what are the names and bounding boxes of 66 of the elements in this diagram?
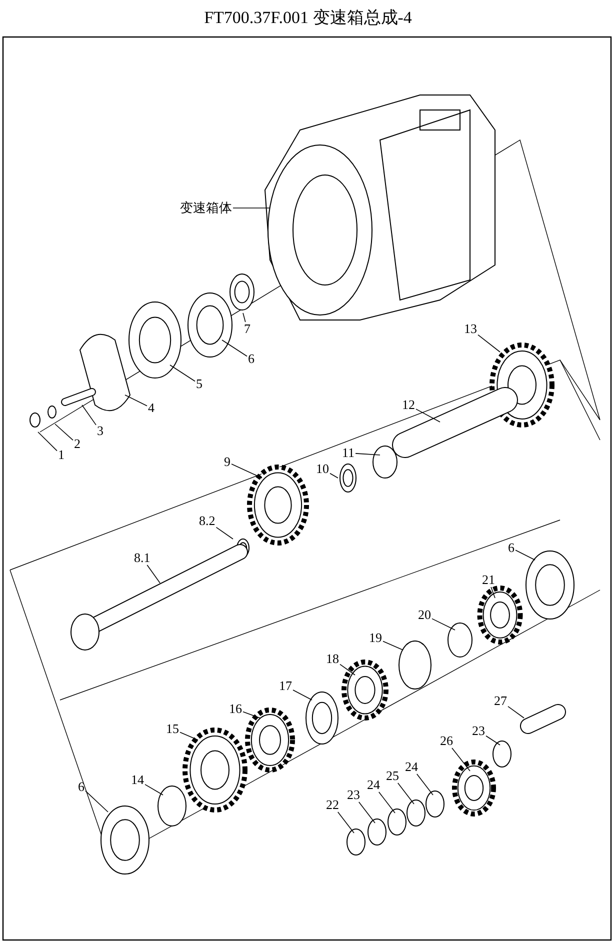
leader-line	[355, 453, 380, 456]
callout-number: 25	[386, 769, 399, 783]
leader-line	[222, 340, 248, 357]
callout-number: 7	[244, 322, 250, 336]
callout-number: 6	[248, 352, 254, 366]
leader-line	[54, 424, 74, 441]
leader-line	[490, 586, 496, 598]
callout-number: 27	[494, 694, 507, 708]
leader-line	[330, 472, 338, 478]
callout-number: 8.1	[134, 551, 150, 565]
leader-line	[358, 802, 376, 824]
callout-number: 26	[440, 734, 453, 748]
leader-line	[38, 432, 58, 452]
callout-number: 23	[472, 724, 485, 738]
callout-number: 10	[316, 462, 329, 476]
leader-line	[242, 711, 260, 718]
callout-number: 3	[97, 424, 104, 438]
leader-line	[337, 812, 354, 834]
callout-number: 21	[482, 573, 495, 587]
leader-line	[378, 792, 396, 814]
callout-number: 16	[229, 702, 242, 716]
callout-number: 8.2	[199, 514, 216, 528]
callout-number: 13	[464, 322, 477, 336]
callout-number: 24	[367, 778, 380, 792]
leader-line	[292, 690, 312, 700]
leader-line	[340, 664, 356, 676]
callout-number: 2	[74, 437, 80, 451]
leader-line	[416, 774, 434, 796]
callout-number: 20	[418, 608, 431, 622]
leader-line	[397, 782, 414, 804]
leader-line	[432, 618, 456, 630]
callout-number: 24	[405, 760, 418, 774]
leader-line	[216, 526, 234, 540]
leader-line	[242, 312, 246, 322]
leader-line	[508, 706, 524, 718]
callout-number: 4	[148, 401, 154, 415]
leader-line	[452, 748, 470, 772]
leader-line	[124, 394, 148, 406]
callout-number: 22	[326, 798, 339, 812]
callout-number: 1	[58, 448, 64, 462]
callout-number: 变速箱体	[180, 201, 232, 215]
callout-number: 18	[326, 652, 339, 666]
leader-line	[478, 334, 500, 352]
diagram-title: FT700.37F.001 变速箱总成-4	[203, 7, 413, 29]
callout-number: 23	[347, 788, 360, 802]
leader-line	[170, 364, 196, 382]
leader-line	[515, 550, 536, 560]
leader-line	[82, 404, 96, 426]
callout-number: 17	[279, 679, 292, 693]
callout-number: 19	[369, 631, 382, 645]
callout-number: 9	[224, 455, 230, 469]
leader-line	[382, 640, 404, 650]
leader-line	[231, 464, 262, 478]
leader-line	[146, 564, 160, 584]
callout-number: 6	[78, 780, 84, 794]
callout-number: 5	[196, 377, 202, 391]
leader-line	[180, 732, 198, 740]
callout-number: 14	[131, 773, 144, 787]
leader-line	[416, 408, 440, 422]
leader-line	[85, 790, 108, 812]
leader-line	[486, 735, 500, 746]
leader-line	[144, 784, 164, 796]
callout-number: 6	[508, 541, 514, 555]
callout-number: 15	[166, 722, 179, 736]
callout-number: 12	[402, 398, 415, 412]
callout-number: 11	[342, 446, 355, 460]
